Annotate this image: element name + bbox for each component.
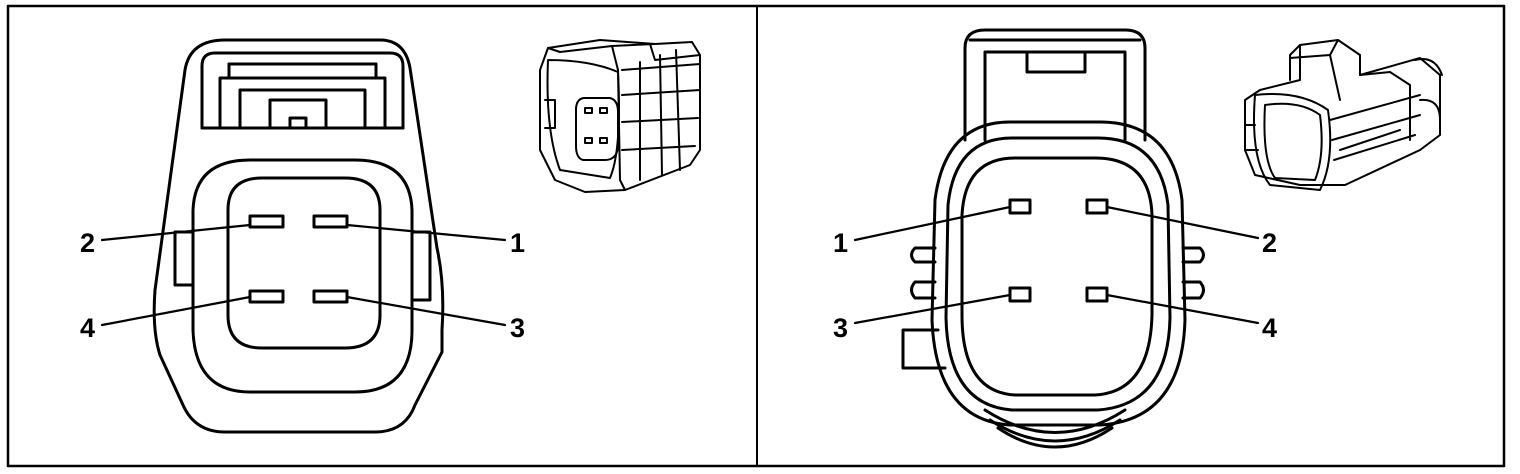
pin-cavity [312,214,349,229]
right-latch-key [1025,50,1087,74]
right-side-tab-right [1181,280,1205,300]
right-latch-outer [963,28,1147,142]
pin-cavity [1008,286,1032,303]
male-connector-3d-view [1244,39,1443,191]
leader-line [853,205,1012,242]
right-side-tab-left [910,246,937,264]
pin-cavity [1085,286,1109,303]
right-side-tab-right [1181,246,1205,264]
leader-line [100,223,252,242]
leader-line [1105,205,1260,240]
pin-cavity [248,214,285,229]
leader-line [345,223,507,242]
leader-line [853,293,1012,325]
left-seal-ring [191,158,414,394]
right-bottom-key [901,328,947,370]
left-side-key-right [410,230,432,302]
pin-label: 3 [833,313,848,343]
pin-label: 1 [833,228,848,258]
leader-line [1105,293,1260,325]
right-latch-inner [983,50,1127,142]
pin-label: 3 [510,313,525,343]
pin-label: 2 [80,228,95,258]
leader-line [100,295,252,327]
pin-cavity [312,289,349,304]
pin-label: 2 [1262,228,1277,258]
left-connector-body [152,38,445,434]
female-connector-3d-view [539,39,701,193]
left-side-key-left [173,230,195,287]
right-rear-rib [983,408,1127,434]
left-mating-face [226,176,382,350]
right-mating-face [960,156,1154,397]
left-panel: 2 1 4 3 [80,38,701,434]
pin-label: 4 [80,313,95,343]
left-latch-tab [238,88,367,130]
pin-cavity [248,289,285,304]
right-housing-inner [944,136,1172,412]
right-panel: 1 2 3 4 [833,28,1443,449]
left-latch-outer [200,51,405,130]
leader-line [345,295,507,327]
pin-label: 1 [510,228,525,258]
pin-cavity [1085,198,1109,215]
pin-label: 4 [1262,313,1277,343]
left-latch-inner [218,76,387,130]
pin-cavity [1008,198,1032,215]
right-housing-outer [930,120,1187,427]
left-latch-key [268,98,328,130]
right-side-tab-left [910,280,937,300]
right-rear-rib [988,418,1122,443]
right-rear-rib [996,426,1114,449]
